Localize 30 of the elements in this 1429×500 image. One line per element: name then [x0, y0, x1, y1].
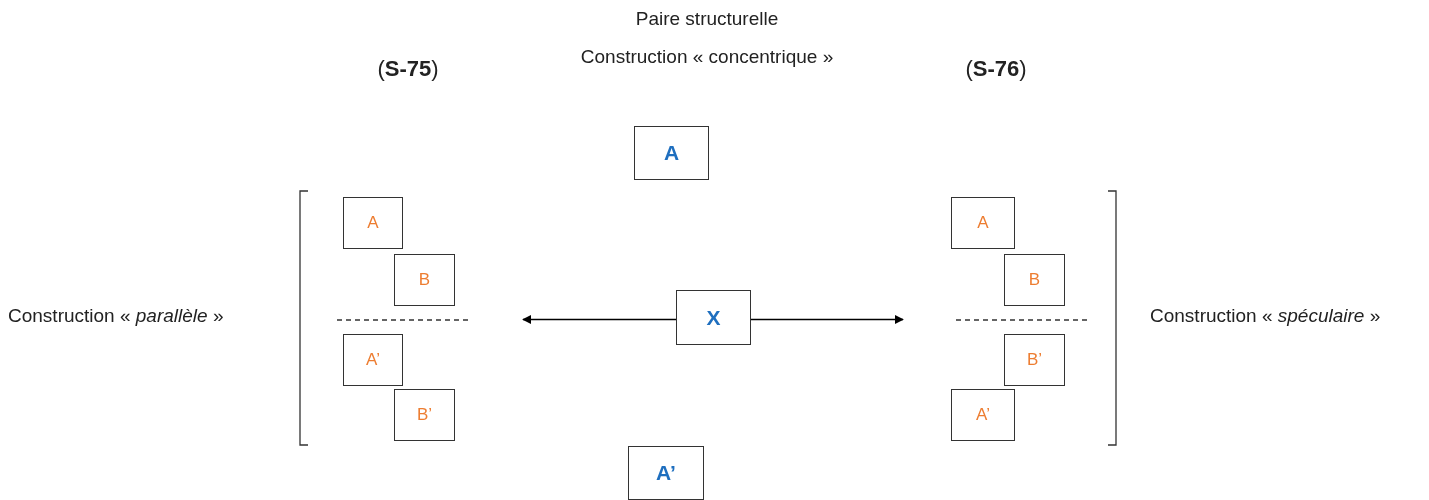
heading: Construction « concentrique »: [580, 46, 834, 68]
letter-box: [394, 389, 455, 441]
reference-label: (S-76): [965, 56, 1027, 82]
box-letter: A: [367, 213, 379, 233]
letter-box: [343, 334, 403, 386]
box-letter: B: [1028, 270, 1041, 290]
box-letter: A’: [366, 350, 380, 370]
heading: Paire structurelle: [635, 8, 779, 30]
letter-box: [676, 290, 751, 345]
box-letter: A: [977, 213, 989, 233]
letter-box: [951, 389, 1015, 441]
letter-box: [628, 446, 704, 500]
box-letter: X: [706, 305, 721, 330]
box-letter: A’: [976, 405, 990, 425]
arrow: [750, 315, 904, 324]
box-letter: A: [663, 141, 680, 165]
letter-box: [343, 197, 403, 249]
reference-label: (S-75): [377, 56, 439, 82]
box-letter: B’: [416, 405, 433, 425]
arrow: [522, 315, 677, 324]
box-letter: B: [418, 270, 431, 290]
side-label: Construction « spéculaire »: [1150, 305, 1381, 327]
side-label: Construction « parallèle »: [8, 305, 224, 327]
letter-box: [1004, 334, 1065, 386]
letter-box: [1004, 254, 1065, 306]
letter-box: [394, 254, 455, 306]
box-letter: A’: [656, 461, 676, 485]
letter-box: [951, 197, 1015, 249]
letter-box: [634, 126, 709, 180]
box-letter: B’: [1026, 350, 1043, 370]
